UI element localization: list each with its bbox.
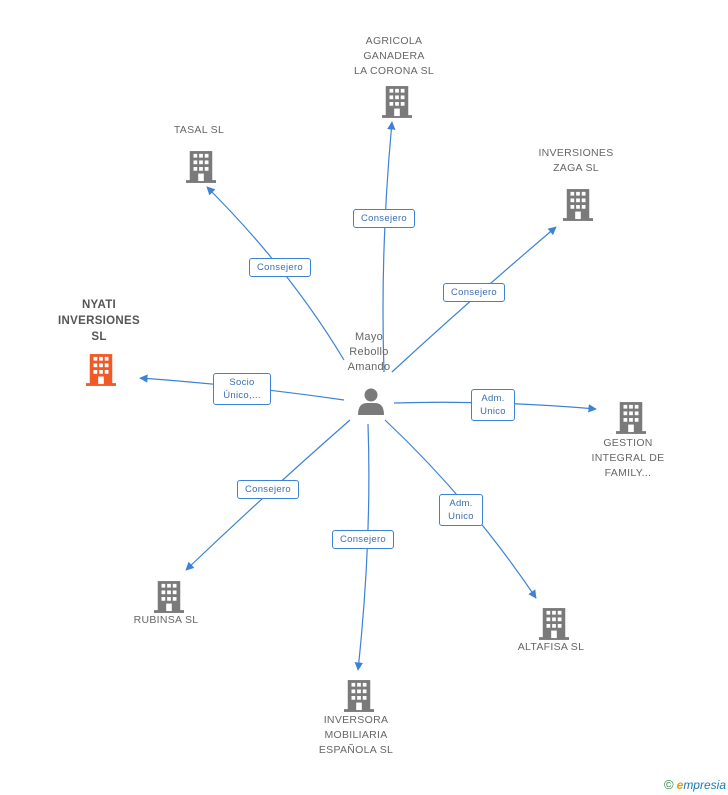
company-label-altafisa[interactable]: ALTAFISA SL [517, 641, 585, 653]
relation-badge-rubinsa: Consejero [237, 480, 299, 499]
building-icon[interactable] [186, 151, 216, 183]
person-label[interactable]: Mayo Rebollo Amando [347, 331, 391, 373]
brand-name: mpresia [683, 778, 726, 792]
building-icon[interactable] [382, 86, 412, 118]
footer-brand: ©empresia [664, 777, 726, 792]
building-icon[interactable] [344, 680, 374, 712]
building-icon[interactable] [539, 608, 569, 640]
company-label-agricola[interactable]: AGRICOLA GANADERA LA CORONA SL [353, 35, 435, 77]
relation-badge-zaga: Consejero [443, 283, 505, 302]
relation-badge-agricola: Consejero [353, 209, 415, 228]
copyright-icon: © [664, 777, 674, 792]
building-icon[interactable] [154, 581, 184, 613]
company-label-zaga[interactable]: INVERSIONES ZAGA SL [538, 147, 614, 174]
relation-badge-inversora: Consejero [332, 530, 394, 549]
company-label-nyati[interactable]: NYATI INVERSIONES SL [58, 299, 140, 343]
relation-badge-tasal: Consejero [249, 258, 311, 277]
company-label-tasal[interactable]: TASAL SL [173, 124, 225, 136]
company-label-rubinsa[interactable]: RUBINSA SL [133, 614, 199, 626]
building-icon[interactable] [563, 189, 593, 221]
brand-logo-e: e [676, 778, 684, 792]
relation-badge-gestion: Adm. Unico [471, 389, 515, 421]
relation-badge-altafisa: Adm. Unico [439, 494, 483, 526]
building-icon[interactable] [616, 402, 646, 434]
edge-agricola [382, 121, 396, 373]
person-icon[interactable] [358, 388, 384, 416]
company-label-inversora[interactable]: INVERSORA MOBILIARIA ESPAÑOLA SL [318, 714, 394, 756]
company-label-gestion[interactable]: GESTION INTEGRAL DE FAMILY... [591, 437, 665, 479]
relation-badge-nyati: Socio Único,... [213, 373, 271, 405]
building-icon[interactable] [86, 354, 116, 386]
